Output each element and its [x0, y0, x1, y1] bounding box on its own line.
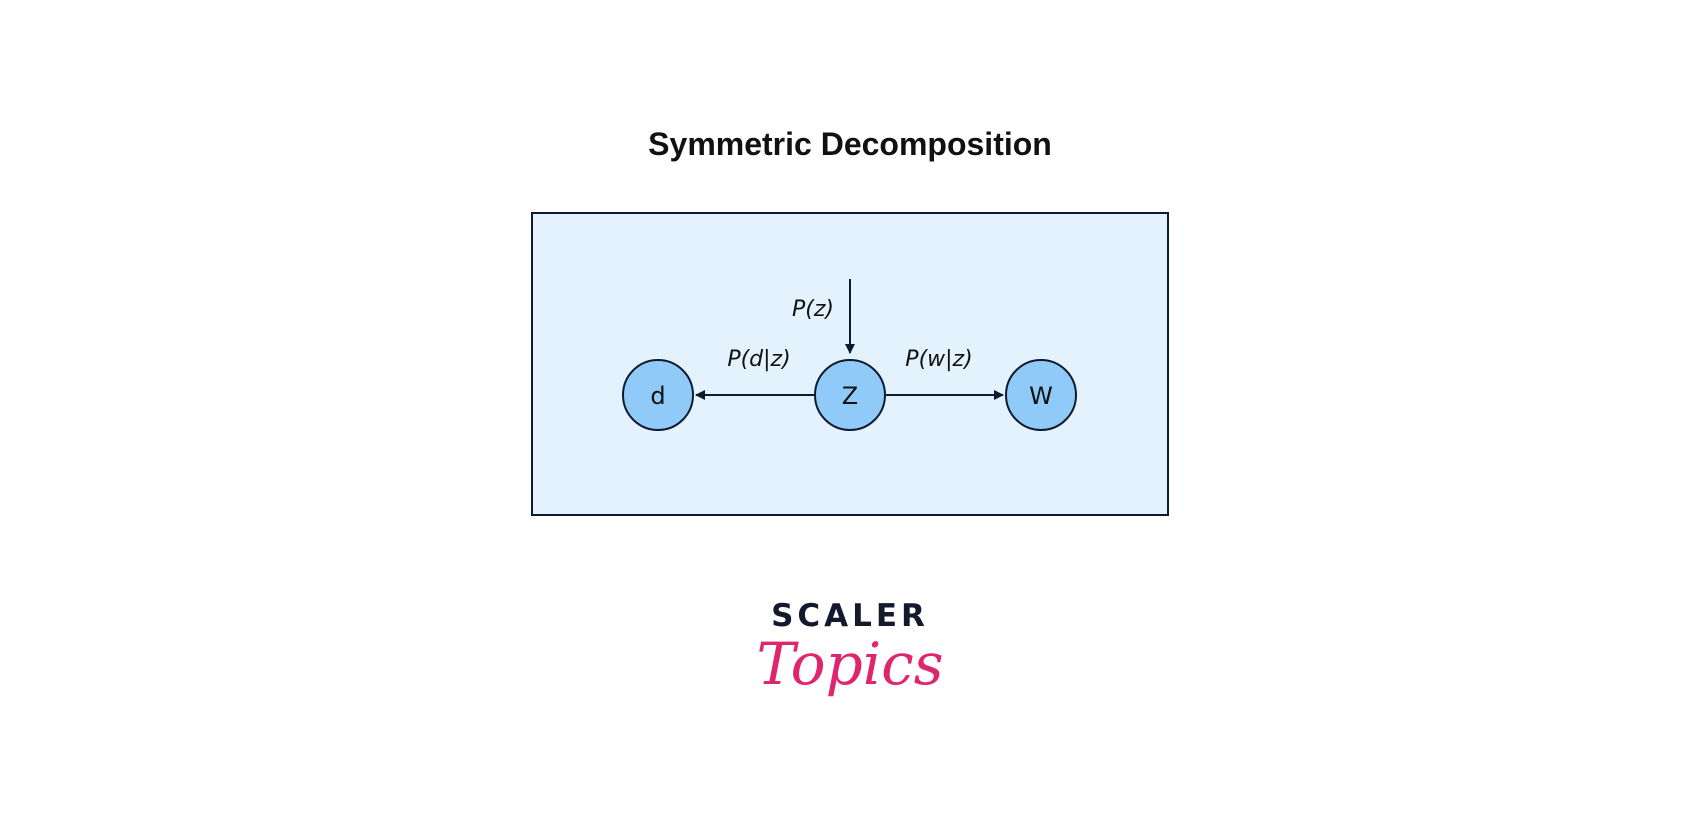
node-z-label: Z [842, 382, 858, 410]
node-w: W [1005, 359, 1077, 431]
edge-label-pz: P(z) [792, 297, 834, 322]
diagram-title: Symmetric Decomposition [648, 126, 1052, 162]
node-w-label: W [1029, 382, 1053, 410]
logo-scaler: SCALER [771, 598, 929, 634]
edge-label-pdz: P(d|z) [727, 347, 790, 372]
node-d-label: d [650, 382, 665, 410]
node-z: Z [814, 359, 886, 431]
logo-topics: Topics [756, 630, 944, 698]
edge-label-pwz: P(w|z) [905, 347, 972, 372]
node-d: d [622, 359, 694, 431]
